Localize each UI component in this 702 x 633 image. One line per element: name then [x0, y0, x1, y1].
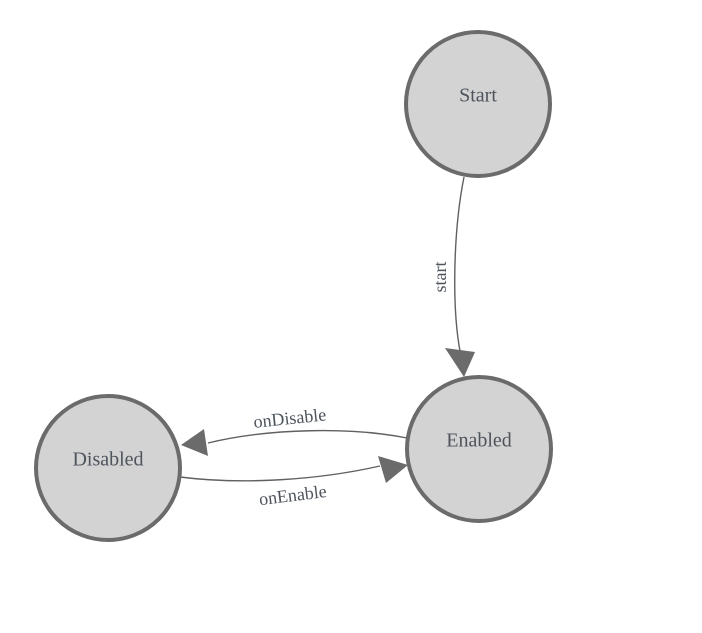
edge-start-to-enabled-line[interactable]	[454, 176, 465, 352]
edge-disabled-to-enabled-arrowhead-icon	[378, 456, 408, 483]
node-start-circle[interactable]	[404, 30, 552, 178]
node-enabled-circle[interactable]	[405, 375, 553, 523]
edge-label-ondisable: onDisable	[252, 404, 327, 432]
edge-disabled-to-enabled: onEnable	[179, 456, 408, 509]
edge-label-start: start	[430, 262, 450, 293]
edge-start-to-enabled: start	[430, 176, 475, 377]
node-disabled-circle[interactable]	[34, 394, 182, 542]
node-enabled: Enabled	[405, 375, 553, 523]
edge-start-to-enabled-arrowhead-icon	[445, 348, 475, 377]
edge-label-onenable: onEnable	[258, 481, 328, 509]
edge-enabled-to-disabled: onDisable	[181, 404, 408, 456]
edge-disabled-to-enabled-line[interactable]	[179, 465, 381, 482]
node-disabled: Disabled	[34, 394, 182, 542]
edge-enabled-to-disabled-arrowhead-icon	[181, 429, 208, 456]
node-start: Start	[404, 30, 552, 178]
edge-enabled-to-disabled-line[interactable]	[207, 429, 408, 444]
